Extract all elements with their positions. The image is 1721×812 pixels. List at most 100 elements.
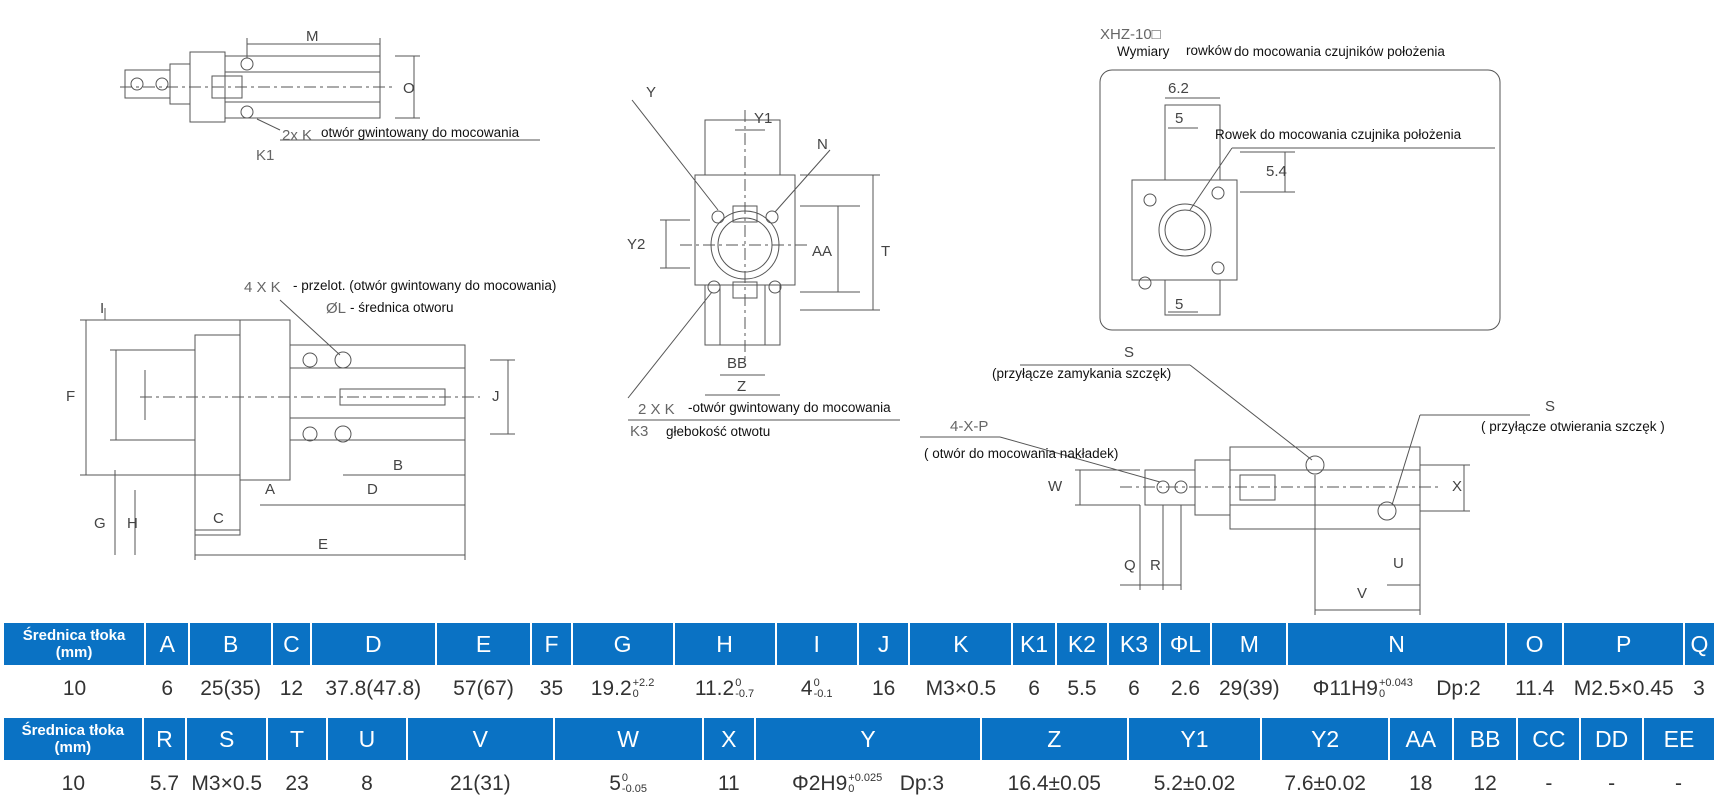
table-row: 10 6 25(35) 12 37.8(47.8) 57(67) 35 19.2… xyxy=(4,665,1714,713)
header-D: D xyxy=(309,623,436,665)
dim-label-W: W xyxy=(1048,478,1063,495)
dim-label-V: V xyxy=(1357,585,1368,602)
cell-A: 6 xyxy=(161,677,174,700)
header-piston-diameter-2: Średnica tłoka (mm) xyxy=(4,718,143,760)
cell-Y1: 5.2±0.02 xyxy=(1153,772,1236,795)
header-Y1: Y1 xyxy=(1126,718,1262,760)
dim-label-M: M xyxy=(306,28,319,45)
header-B: B xyxy=(188,623,272,665)
cell-K: M3×0.5 xyxy=(925,677,997,700)
cell-DD: - xyxy=(1608,772,1616,795)
cell-Z: 16.4±0.05 xyxy=(1007,772,1101,795)
cell-J: 16 xyxy=(871,677,896,700)
dim-label-G: G xyxy=(94,515,106,532)
note-2xK-center: -otwór gwintowany do mocowania xyxy=(688,400,891,415)
cell-Y2: 7.6±0.02 xyxy=(1284,772,1366,795)
dim-label-H: H xyxy=(127,515,138,532)
cell-Y-main: Φ2H9 xyxy=(791,772,848,795)
dim-label-T: T xyxy=(881,243,891,260)
cell-H-lower: -0.7 xyxy=(735,688,755,701)
cell-I-lower: -0.1 xyxy=(813,688,833,701)
header-W: W xyxy=(552,718,703,760)
cell-H-upper: 0 xyxy=(735,677,742,690)
dim-label-F: F xyxy=(66,388,76,405)
header-X: X xyxy=(701,718,756,760)
cell-R: 5.7 xyxy=(149,772,180,795)
note-4xK: - przelot. (otwór gwintowany do mocowani… xyxy=(293,278,557,293)
dim-label-J: J xyxy=(492,388,500,405)
label-2xK-top: 2x K xyxy=(282,127,313,144)
dim-label-AA: AA xyxy=(812,243,833,260)
header-Q: Q xyxy=(1682,623,1714,665)
header-H: H xyxy=(672,623,776,665)
header-K3: K3 xyxy=(1107,623,1160,665)
label-K3: K3 xyxy=(630,423,649,440)
header-M: M xyxy=(1210,623,1288,665)
dim-label-C: C xyxy=(213,510,224,527)
label-4xP: 4-X-P xyxy=(950,418,989,435)
cell-H-tolerance: 0-0.7 xyxy=(735,678,754,700)
cell-U: 8 xyxy=(361,772,373,795)
header-P: P xyxy=(1562,623,1684,665)
cell-AA: 18 xyxy=(1409,772,1433,795)
note-4xP: ( otwór do mocowania nakładek) xyxy=(924,446,1119,461)
cell-S: M3×0.5 xyxy=(191,772,263,795)
note-S-close: (przyłącze zamykania szczęk) xyxy=(992,366,1172,381)
header-Z: Z xyxy=(979,718,1128,760)
header-Y: Y xyxy=(754,718,981,760)
dim-label-I: I xyxy=(100,300,105,317)
spec-table-2: Średnica tłoka (mm) R S T U V W X Y Z Y1… xyxy=(4,718,1714,808)
cell-piston-diameter-2: 10 xyxy=(61,772,86,795)
header-G: G xyxy=(570,623,674,665)
dim-label-D: D xyxy=(367,481,378,498)
note-2xK-top: otwór gwintowany do mocowania xyxy=(321,125,520,140)
dim-label-R: R xyxy=(1150,557,1161,574)
dim-label-N: N xyxy=(817,136,828,153)
cell-F: 35 xyxy=(539,677,564,700)
header-BB: BB xyxy=(1451,718,1518,760)
caption-part3: do mocowania czujników położenia xyxy=(1234,44,1445,59)
dim-label-Z: Z xyxy=(737,378,747,395)
header-R: R xyxy=(141,718,187,760)
dim-label-Y1: Y1 xyxy=(754,110,773,127)
dim-label-5-4: 5.4 xyxy=(1266,163,1287,180)
dim-label-6-2: 6.2 xyxy=(1168,80,1189,97)
cell-I-tolerance: 0-0.1 xyxy=(814,678,833,700)
cell-G-lower: 0 xyxy=(632,688,639,701)
header-L: ΦL xyxy=(1158,623,1212,665)
label-K1: K1 xyxy=(256,147,275,164)
header-piston-diameter: Średnica tłoka (mm) xyxy=(4,623,146,665)
dim-label-A: A xyxy=(265,481,276,498)
header-F: F xyxy=(530,623,572,665)
header-K2: K2 xyxy=(1054,623,1109,665)
cell-E: 57(67) xyxy=(453,677,514,700)
caption-part1: Wymiary xyxy=(1117,44,1170,59)
cell-D: 37.8(47.8) xyxy=(325,677,422,700)
cell-G-main: 19.2 xyxy=(590,677,632,700)
cell-W-tolerance: 0-0.05 xyxy=(622,773,647,795)
cell-V: 21(31) xyxy=(449,772,511,795)
cell-G-upper: +2.2 xyxy=(632,677,655,690)
dim-label-5-top: 5 xyxy=(1175,110,1184,127)
dim-label-B: B xyxy=(393,457,404,474)
header-V: V xyxy=(405,718,554,760)
cell-K1: 6 xyxy=(1028,677,1040,700)
cell-H-main: 11.2 xyxy=(694,677,735,700)
header-J: J xyxy=(856,623,910,665)
header-A: A xyxy=(144,623,190,665)
cell-P: M2.5×0.45 xyxy=(1573,677,1674,700)
dim-label-O: O xyxy=(403,80,415,97)
header-S: S xyxy=(185,718,268,760)
dim-label-E: E xyxy=(318,536,329,553)
caption-part2: rowków xyxy=(1186,43,1232,58)
note-groove: Rowek do mocowania czujnika położenia xyxy=(1215,127,1462,142)
cell-CC: - xyxy=(1545,772,1553,795)
cell-B: 25(35) xyxy=(200,677,261,700)
